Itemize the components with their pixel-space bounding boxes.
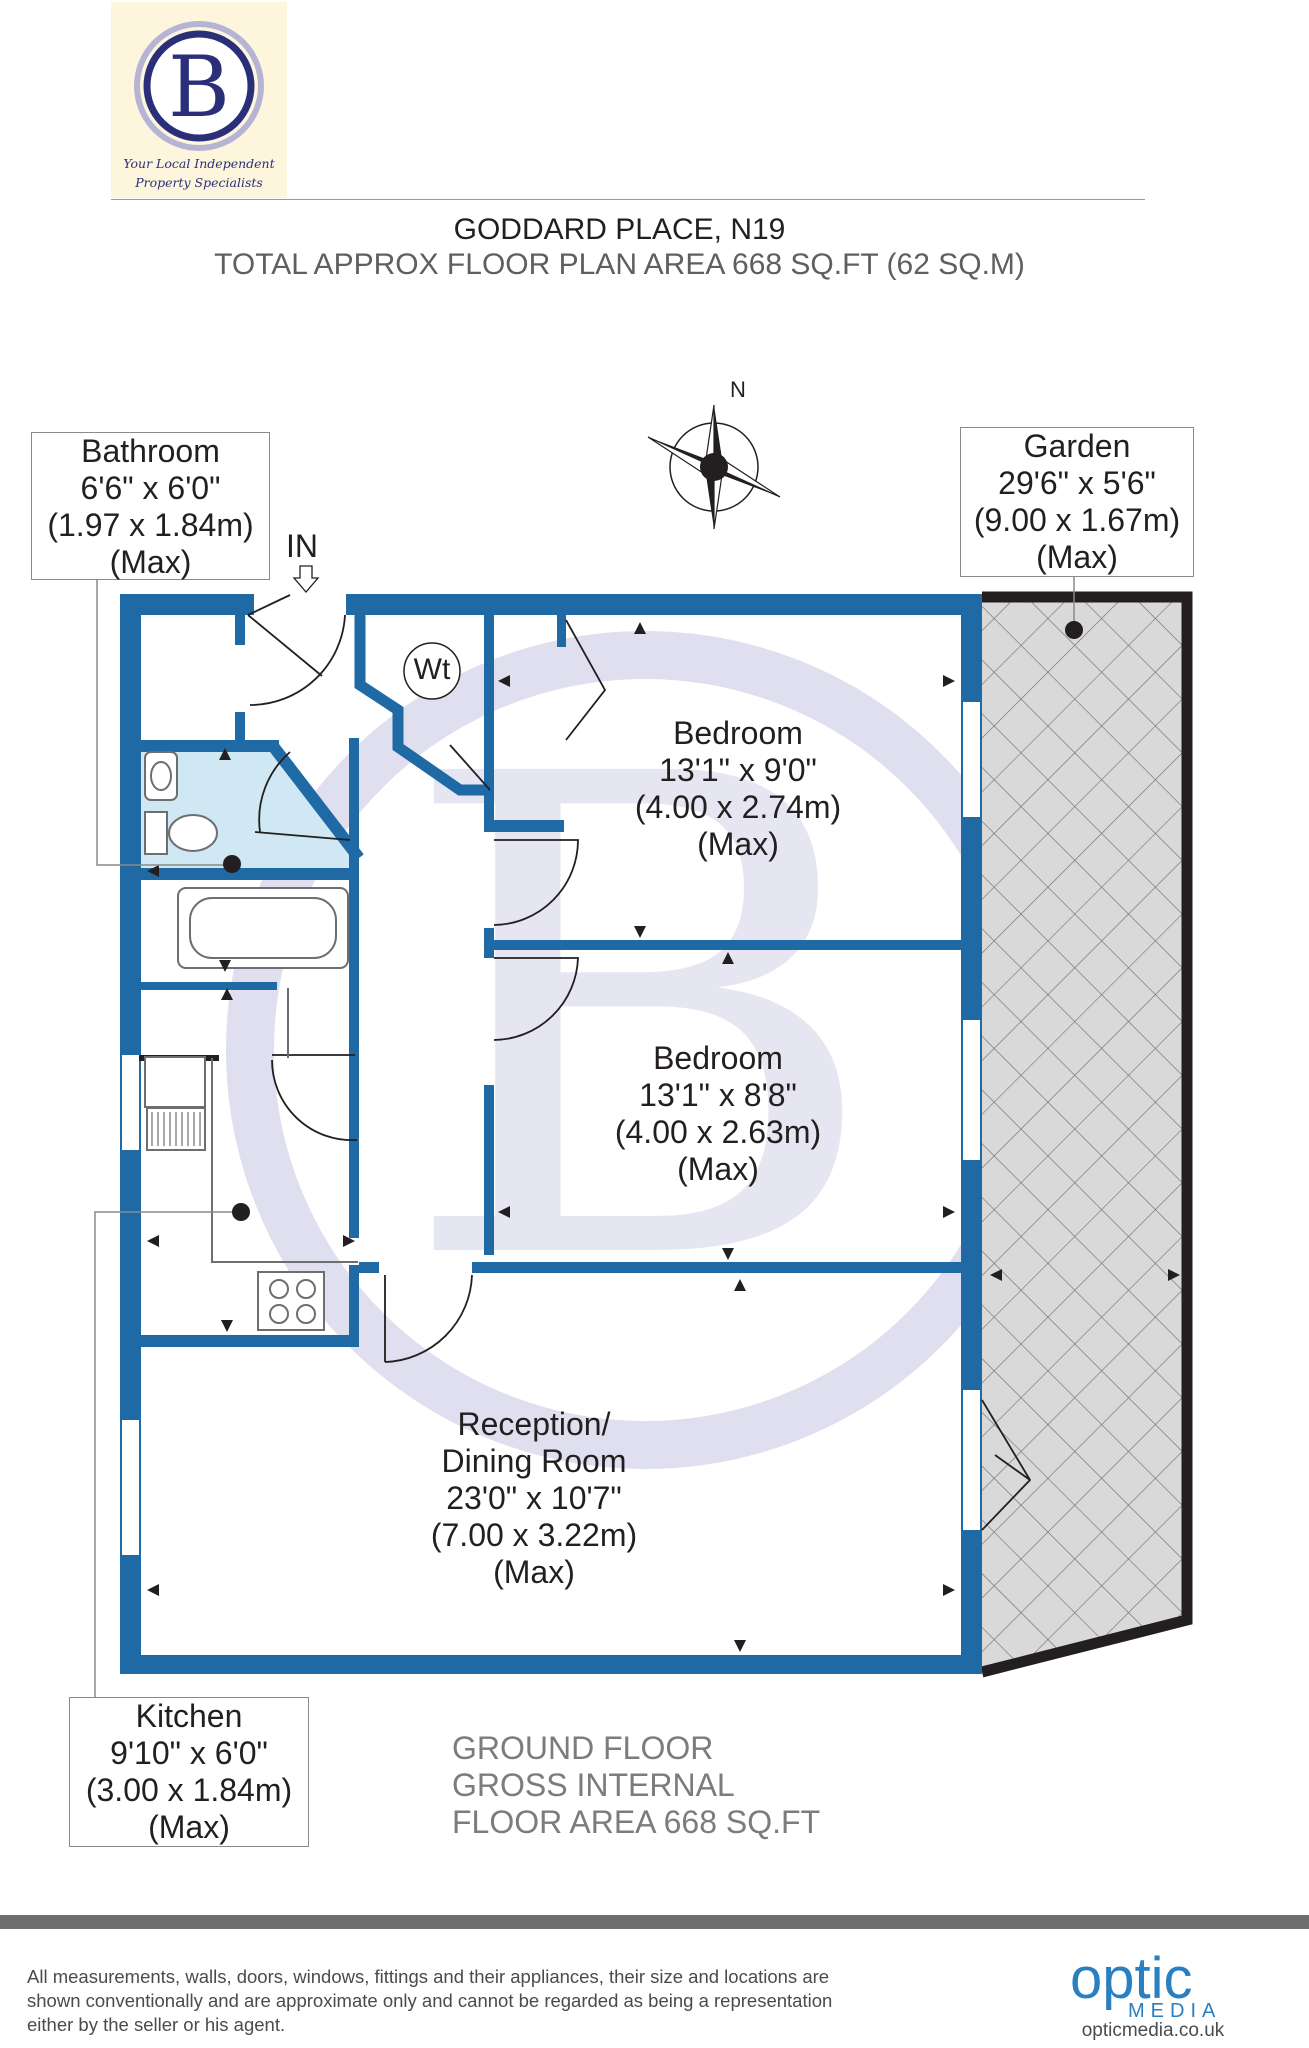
garden-size-metric: (9.00 x 1.67m) (973, 502, 1181, 538)
kitchen-size-metric: (3.00 x 1.84m) (85, 1772, 293, 1808)
bedroom-2-size-metric: (4.00 x 2.63m) (614, 1114, 822, 1150)
floor-name: GROUND FLOOR (452, 1730, 714, 1766)
bedroom-2-name: Bedroom (653, 1040, 783, 1076)
bathroom-size-imperial: 6'6" x 6'0" (80, 470, 221, 506)
reception-size-metric: (7.00 x 3.22m) (430, 1517, 638, 1553)
kitchen-callout: Kitchen 9'10" x 6'0" (3.00 x 1.84m) (Max… (69, 1697, 309, 1847)
logo-letter: B (168, 38, 230, 136)
walls (120, 594, 982, 1674)
garden-callout: Garden 29'6" x 5'6" (9.00 x 1.67m) (Max) (960, 427, 1194, 577)
agency-logo-emblem: B (134, 21, 264, 151)
compass-north-label: N (730, 380, 746, 402)
logo-tagline-1: Your Local Independent (123, 156, 275, 171)
bedroom-2-label: Bedroom 13'1" x 8'8" (4.00 x 2.63m) (Max… (568, 1040, 868, 1188)
reception-name-1: Reception/ (457, 1406, 611, 1442)
property-title: GODDARD PLACE, N19 (453, 213, 786, 246)
kitchen-max-note: (Max) (148, 1809, 230, 1845)
bedroom-1-size-metric: (4.00 x 2.74m) (634, 789, 842, 825)
floor-plan: B (94, 380, 1193, 1697)
reception-label: Reception/ Dining Room 23'0" x 10'7" (7.… (384, 1406, 684, 1591)
entrance-label: IN (286, 528, 318, 564)
bathroom-name: Bathroom (81, 433, 220, 469)
wc-label: Wt (413, 653, 451, 686)
bedroom-1-size-imperial: 13'1" x 9'0" (659, 752, 817, 788)
kitchen-fixtures (144, 988, 358, 1331)
optic-url: opticmedia.co.uk (1081, 2020, 1225, 2041)
bathroom-max-note: (Max) (109, 544, 192, 580)
bedroom-1-label: Bedroom 13'1" x 9'0" (4.00 x 2.74m) (Max… (588, 715, 888, 863)
optic-brand-main: optic (1070, 1946, 1193, 2011)
garden-name: Garden (1023, 428, 1131, 464)
optic-brand-sub: MEDIA (1128, 2000, 1221, 2022)
bedroom-1-name: Bedroom (673, 715, 803, 751)
floor-area-info: GROUND FLOOR GROSS INTERNAL FLOOR AREA 6… (452, 1730, 820, 1841)
measurement-arrows (147, 622, 1180, 1652)
total-area-subtitle: TOTAL APPROX FLOOR PLAN AREA 668 SQ.FT (… (214, 248, 1025, 281)
header-divider (111, 199, 1145, 200)
compass-rose-icon: N (647, 380, 781, 530)
reception-name-2: Dining Room (441, 1443, 627, 1479)
disclaimer: All measurements, walls, doors, windows,… (27, 1965, 927, 2037)
wc-angled-wall (354, 612, 486, 796)
floor-gross-internal: GROSS INTERNAL (452, 1767, 735, 1803)
disclaimer-line-2: shown conventionally and are approximate… (27, 1990, 833, 2011)
door-swings (247, 594, 1032, 1531)
logo-tagline-2: Property Specialists (135, 175, 263, 190)
bathroom-fixtures (144, 751, 349, 969)
callout-dots (223, 621, 1083, 1221)
reception-max-note: (Max) (493, 1554, 575, 1590)
bedroom-2-max-note: (Max) (677, 1151, 759, 1187)
kitchen-name: Kitchen (135, 1698, 243, 1734)
wc-circle (403, 642, 461, 700)
footer-divider (0, 1915, 1309, 1929)
optic-media-logo: optic MEDIA (1070, 1946, 1221, 2022)
bathroom-callout: Bathroom 6'6" x 6'0" (1.97 x 1.84m) (Max… (31, 432, 270, 580)
disclaimer-line-1: All measurements, walls, doors, windows,… (27, 1966, 830, 1987)
disclaimer-line-3: either by the seller or his agent. (27, 2014, 286, 2035)
garden-size-imperial: 29'6" x 5'6" (998, 465, 1156, 501)
garden-area (980, 591, 1193, 1678)
svg-text:B: B (397, 637, 882, 1406)
garden-max-note: (Max) (1036, 539, 1118, 575)
agency-logo: B Your Local Independent Property Specia… (111, 2, 287, 198)
entrance-arrow-icon (292, 565, 320, 593)
reception-size-imperial: 23'0" x 10'7" (446, 1480, 622, 1516)
bedroom-1-max-note: (Max) (697, 826, 779, 862)
bathroom-size-metric: (1.97 x 1.84m) (47, 507, 254, 543)
kitchen-size-imperial: 9'10" x 6'0" (110, 1735, 268, 1771)
floor-area-value: FLOOR AREA 668 SQ.FT (452, 1804, 821, 1840)
watermark: B (226, 631, 1064, 1469)
bedroom-2-size-imperial: 13'1" x 8'8" (639, 1077, 797, 1113)
